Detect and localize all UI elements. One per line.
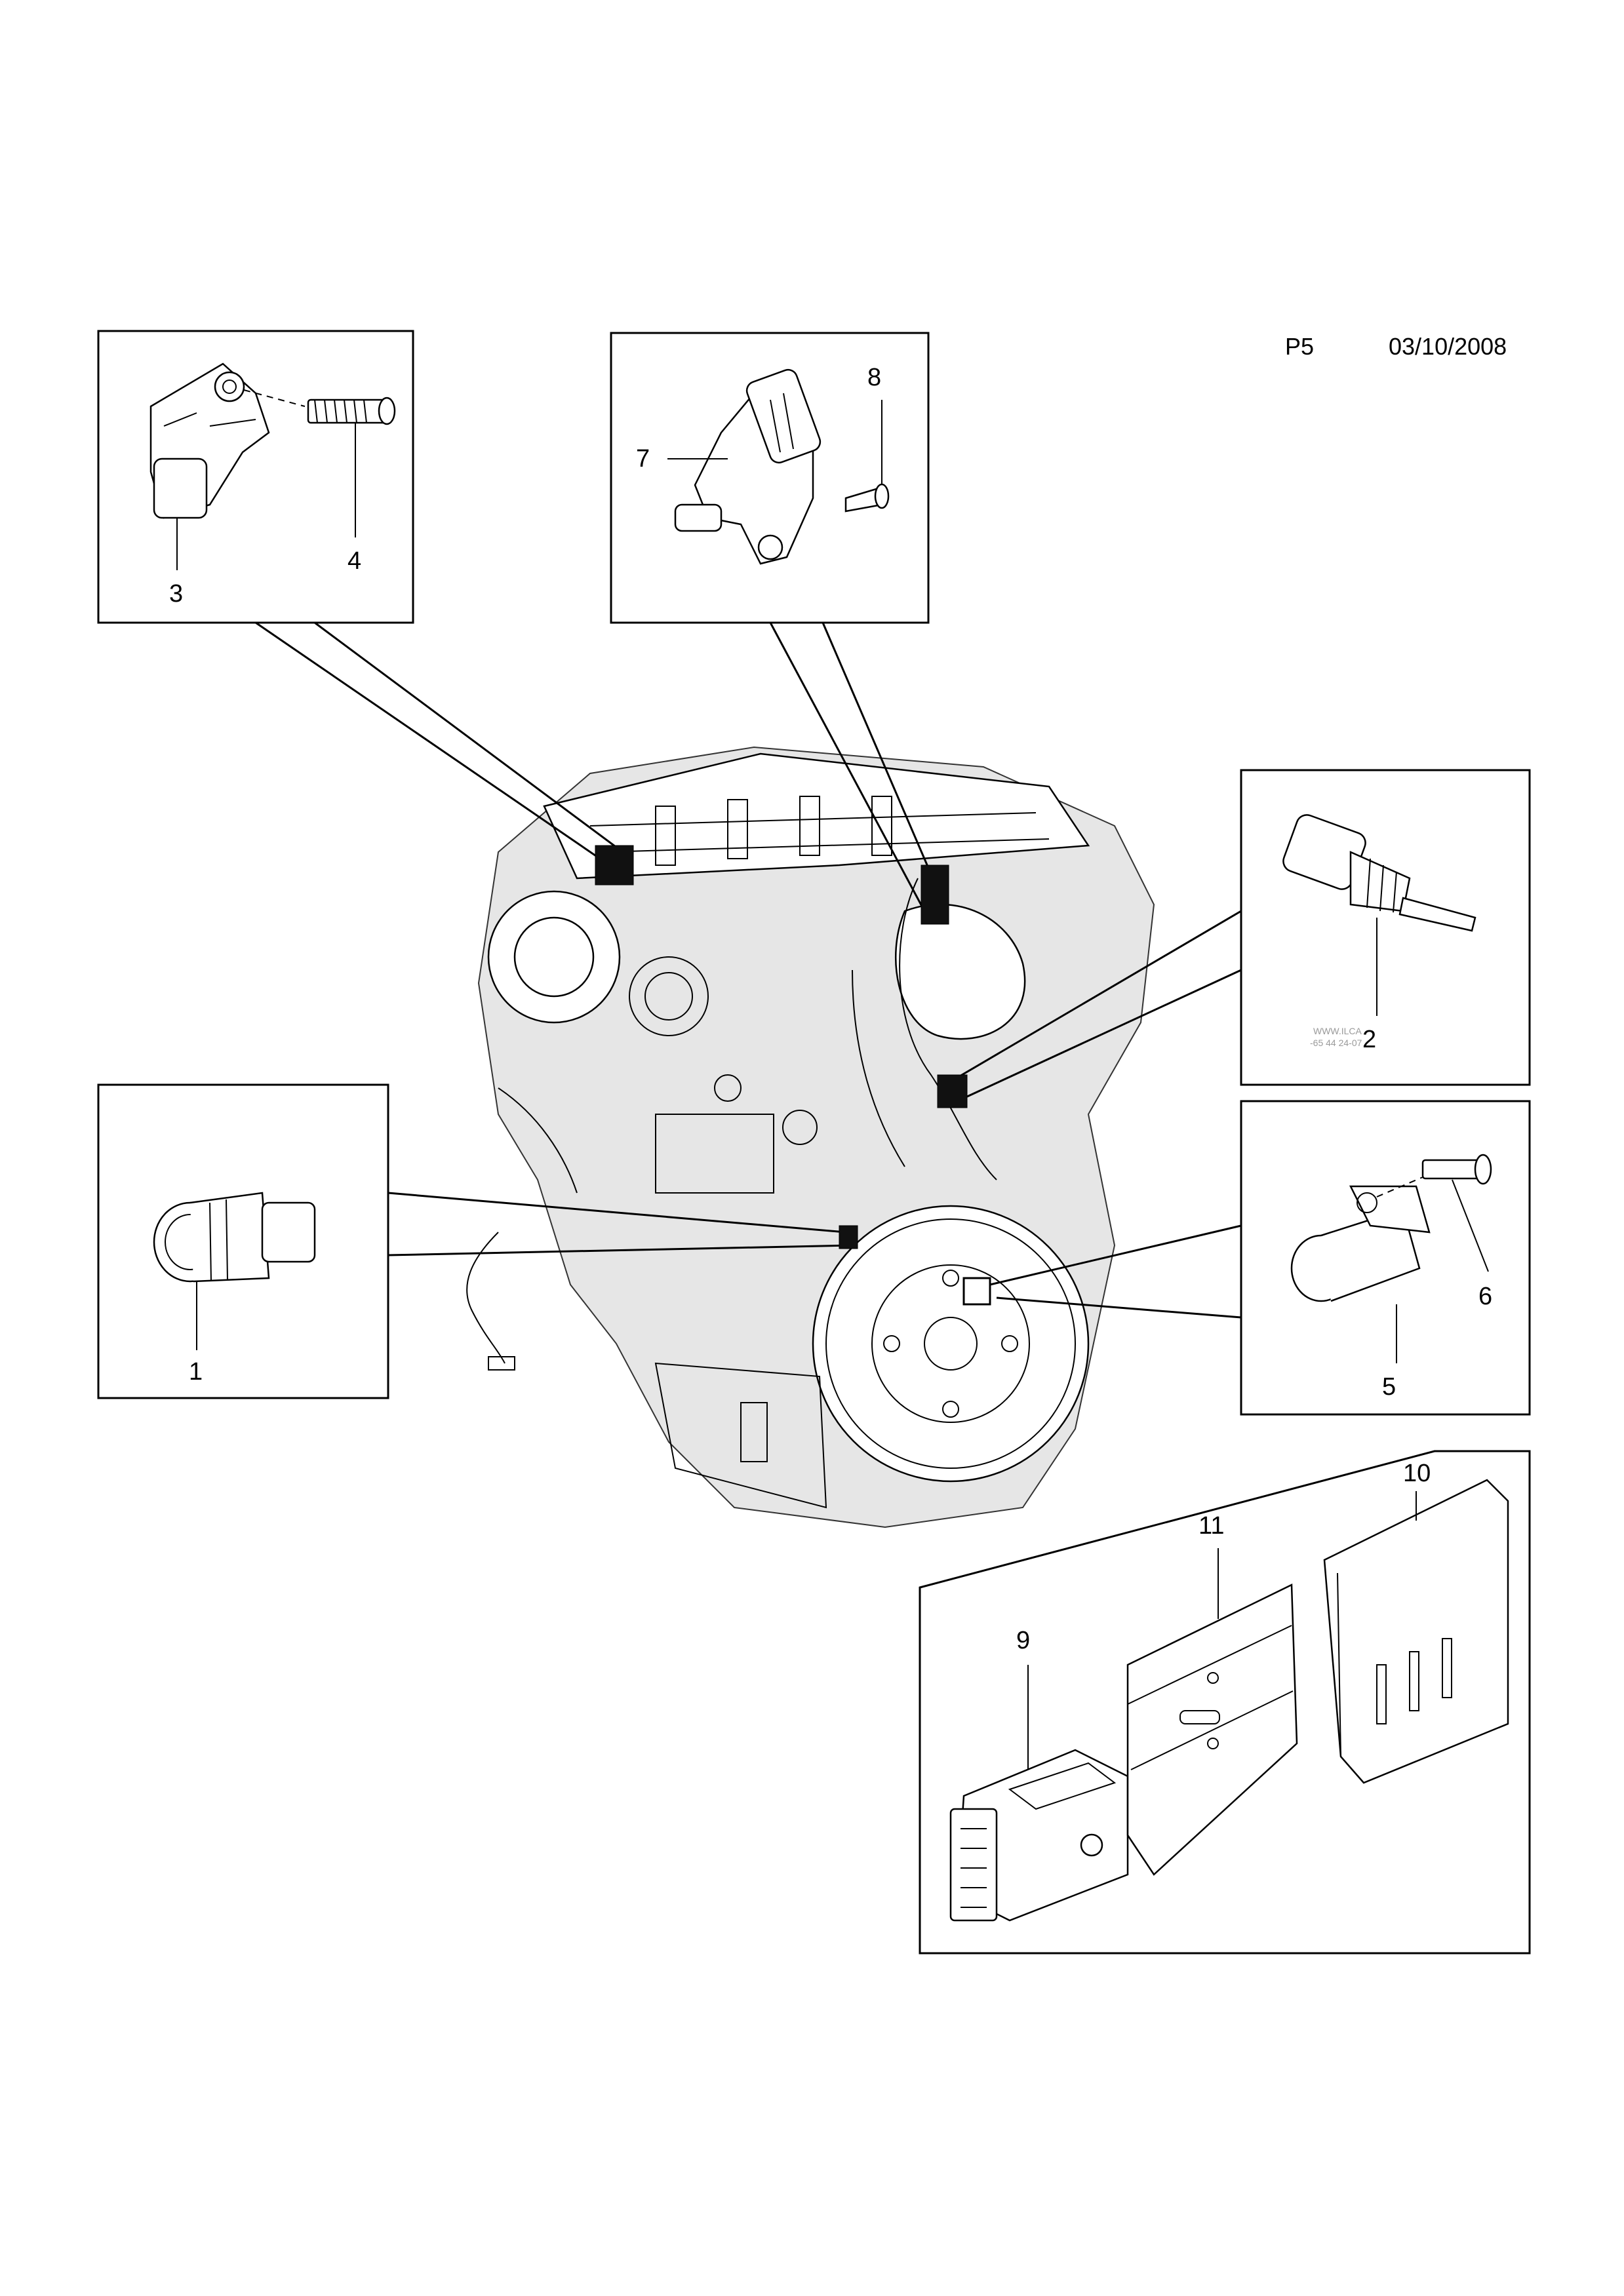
box-part-7-8: 8 7 — [610, 332, 930, 624]
page-date: 03/10/2008 — [1389, 333, 1507, 360]
watermark-line-1: WWW.ILCA — [1313, 1026, 1362, 1036]
callout-5: 5 — [1382, 1373, 1396, 1401]
bolt-part-4[interactable] — [243, 389, 396, 425]
box-part-5-6: 5 6 — [1240, 1100, 1531, 1416]
temperature-sensor-part-2[interactable] — [1280, 812, 1476, 932]
cover-part-10[interactable] — [1323, 1479, 1509, 1784]
oil-pressure-switch-part-1[interactable] — [153, 1192, 316, 1283]
bolt-part-6[interactable] — [1376, 1154, 1492, 1197]
callout-7: 7 — [636, 445, 650, 473]
callout-3: 3 — [169, 580, 183, 608]
callout-9: 9 — [1016, 1627, 1030, 1654]
watermark-line-2: -65 44 24-07 — [1310, 1038, 1362, 1048]
box-part-1: 1 — [97, 1083, 389, 1399]
callout-1: 1 — [189, 1358, 203, 1386]
crankshaft-sensor-part-5[interactable] — [1290, 1185, 1431, 1302]
page-code: P5 — [1285, 333, 1315, 360]
callout-6: 6 — [1478, 1283, 1492, 1310]
camshaft-position-sensor-part-3[interactable] — [149, 362, 270, 519]
engine-illustration — [466, 746, 1155, 1528]
engine-highlights — [595, 845, 991, 1306]
callout-8: 8 — [867, 364, 881, 391]
box-part-3-4: 3 4 — [97, 330, 414, 624]
callout-10: 10 — [1403, 1460, 1431, 1487]
ecu-part-9[interactable] — [949, 1749, 1129, 1922]
box-part-9-10-11: 9 11 10 — [919, 1450, 1531, 1955]
box-part-2: 2 WWW.ILCA -65 44 24-07 — [1240, 769, 1531, 1086]
bracket-part-11[interactable] — [1126, 1584, 1298, 1876]
callout-11: 11 — [1198, 1512, 1224, 1540]
callout-4: 4 — [347, 547, 361, 575]
screw-part-8[interactable] — [844, 483, 890, 513]
leader-lines — [255, 621, 1242, 1319]
callout-2: 2 — [1362, 1026, 1376, 1053]
pressure-sensor-part-7[interactable] — [674, 367, 823, 565]
